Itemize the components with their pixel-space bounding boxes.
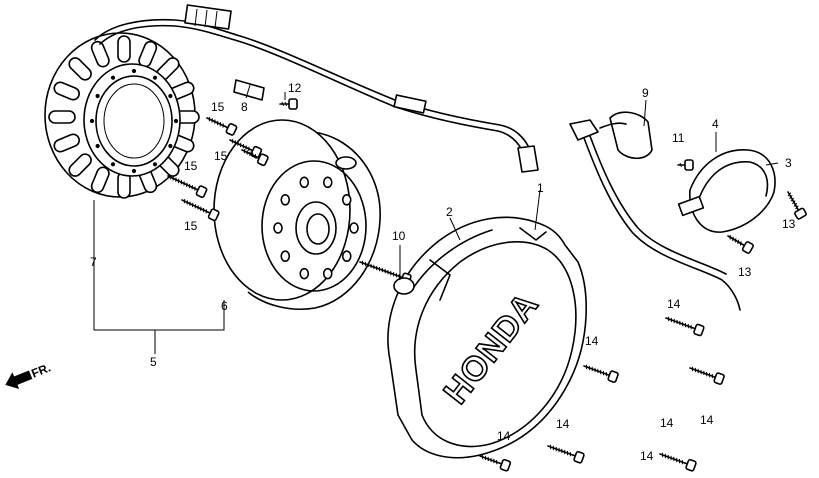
callout-5: 5 xyxy=(150,355,157,369)
stator-coil xyxy=(53,81,80,101)
stator-hole xyxy=(95,143,100,149)
stator-hole xyxy=(152,75,158,80)
callout-15-a: 15 xyxy=(211,100,225,114)
stator-coil xyxy=(90,166,110,194)
callout-6: 6 xyxy=(221,299,228,313)
stator-coil xyxy=(48,110,76,124)
flywheel-nut xyxy=(393,277,415,295)
bolt xyxy=(167,174,208,199)
bolt xyxy=(241,148,269,167)
callout-1: 1 xyxy=(537,181,544,195)
stator-hole xyxy=(131,168,137,174)
bolt xyxy=(206,116,238,136)
callout-14-e: 14 xyxy=(556,417,570,431)
stator-wire-harness xyxy=(94,4,539,173)
front-arrow-icon xyxy=(5,370,33,390)
rotor-hole xyxy=(280,250,291,263)
stator-hole xyxy=(95,93,100,99)
stator xyxy=(44,32,200,199)
leader-lines xyxy=(93,84,779,354)
callout-11: 11 xyxy=(672,131,685,145)
stator-hole xyxy=(173,118,179,124)
stator-hole xyxy=(152,162,158,167)
callout-14-f: 14 xyxy=(660,416,674,430)
callout-labels: 1 2 3 4 5 6 7 8 9 10 11 12 13 13 14 14 1… xyxy=(90,81,796,463)
stator-coil xyxy=(90,40,110,68)
pulse-generator-cover xyxy=(677,149,776,233)
flywheel-rotor xyxy=(213,119,381,311)
bolt xyxy=(479,454,512,472)
stator-coil xyxy=(68,57,92,81)
callout-15-c: 15 xyxy=(184,159,198,173)
rotor-hole xyxy=(322,176,333,189)
pulse-generator xyxy=(569,111,741,311)
dowel-pin xyxy=(233,79,265,101)
callout-14-b: 14 xyxy=(585,334,599,348)
rotor-hole xyxy=(322,267,333,280)
rotor-hole xyxy=(273,222,283,234)
callout-14-g: 14 xyxy=(640,449,654,463)
callout-4: 4 xyxy=(712,117,719,131)
callout-8: 8 xyxy=(241,100,248,114)
bolt xyxy=(665,316,705,337)
bolt xyxy=(787,191,807,220)
stator-hole xyxy=(110,162,116,167)
generator-cover: HONDA xyxy=(387,216,587,459)
bolt xyxy=(677,159,694,171)
bolt xyxy=(659,452,697,472)
rotor-hole xyxy=(341,250,352,263)
stator-hole xyxy=(168,143,173,149)
callout-14-a: 14 xyxy=(667,297,681,311)
stator-hole xyxy=(89,118,95,124)
callout-13-a: 13 xyxy=(782,217,796,231)
front-label: FR. xyxy=(29,360,52,380)
bolt xyxy=(181,198,220,222)
rotor-hole xyxy=(299,176,310,189)
callout-12: 12 xyxy=(288,81,302,95)
callout-2: 2 xyxy=(446,205,453,219)
rotor-hole xyxy=(349,222,359,234)
bolt xyxy=(279,98,298,110)
callout-9: 9 xyxy=(642,86,649,100)
front-direction-marker: FR. xyxy=(5,360,53,390)
callout-7: 7 xyxy=(90,255,97,269)
rotor-hole xyxy=(341,193,352,206)
callout-15-d: 15 xyxy=(184,219,198,233)
callout-14-c: 14 xyxy=(700,413,714,427)
rotor-hole xyxy=(280,193,291,206)
fasteners xyxy=(167,79,807,472)
stator-hole xyxy=(131,68,137,74)
callout-15-b: 15 xyxy=(214,149,228,163)
bolt xyxy=(583,364,619,383)
bolt xyxy=(547,444,585,464)
stator-hole xyxy=(168,93,173,99)
callout-10: 10 xyxy=(392,229,406,243)
bolt xyxy=(727,235,754,254)
callout-3: 3 xyxy=(785,156,792,170)
stator-coil xyxy=(117,35,131,63)
stator-hole xyxy=(110,75,116,80)
callout-13-b: 13 xyxy=(738,265,752,279)
rotor-hole xyxy=(299,267,310,280)
bolt xyxy=(689,366,725,385)
stator-coil xyxy=(53,133,80,153)
callout-14-d: 14 xyxy=(497,429,511,443)
stator-coil xyxy=(68,153,92,177)
